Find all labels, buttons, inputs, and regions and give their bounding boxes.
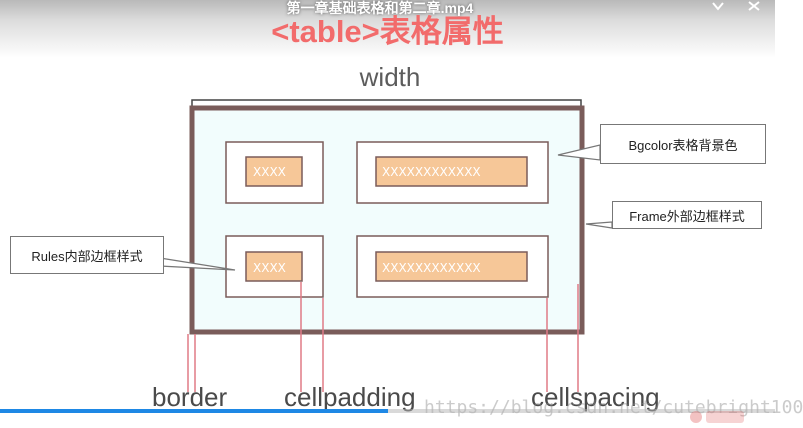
video-title: 第一章基础表格和第二章.mp4 — [286, 0, 474, 16]
cell-content — [375, 156, 528, 187]
width-label: width — [359, 62, 421, 92]
slide-title: <table>表格属性 — [271, 14, 504, 49]
close-icon[interactable] — [748, 1, 760, 11]
video-progress-fill — [0, 409, 388, 413]
cell-content — [245, 156, 303, 187]
border-label: border — [152, 382, 228, 412]
width-brace — [191, 99, 582, 106]
cellspacing-label: cellspacing — [531, 382, 660, 412]
frame-leader — [585, 221, 613, 229]
video-progress-bar[interactable] — [0, 409, 775, 413]
cell-text: XXXXXXXXXXXX — [382, 165, 481, 179]
rules-callout: Rules内部边框样式 — [10, 236, 164, 274]
cell-content — [245, 251, 303, 282]
frame-callout: Frame外部边框样式 — [612, 201, 762, 229]
cell-text: XXXX — [253, 165, 286, 179]
cell-content — [375, 251, 528, 282]
logo-icon — [690, 411, 744, 423]
chevron-down-icon[interactable] — [712, 1, 724, 11]
video-top-bar — [0, 0, 775, 58]
cell-text: XXXXXXXXXXXX — [382, 261, 481, 275]
bgcolor-callout: Bgcolor表格背景色 — [600, 124, 766, 164]
table-diagram: XXXX XXXXXXXXXXXX XXXX XXXXXXXXXXXX — [159, 99, 613, 392]
cell-text: XXXX — [253, 261, 286, 275]
cellpadding-label: cellpadding — [284, 382, 416, 412]
